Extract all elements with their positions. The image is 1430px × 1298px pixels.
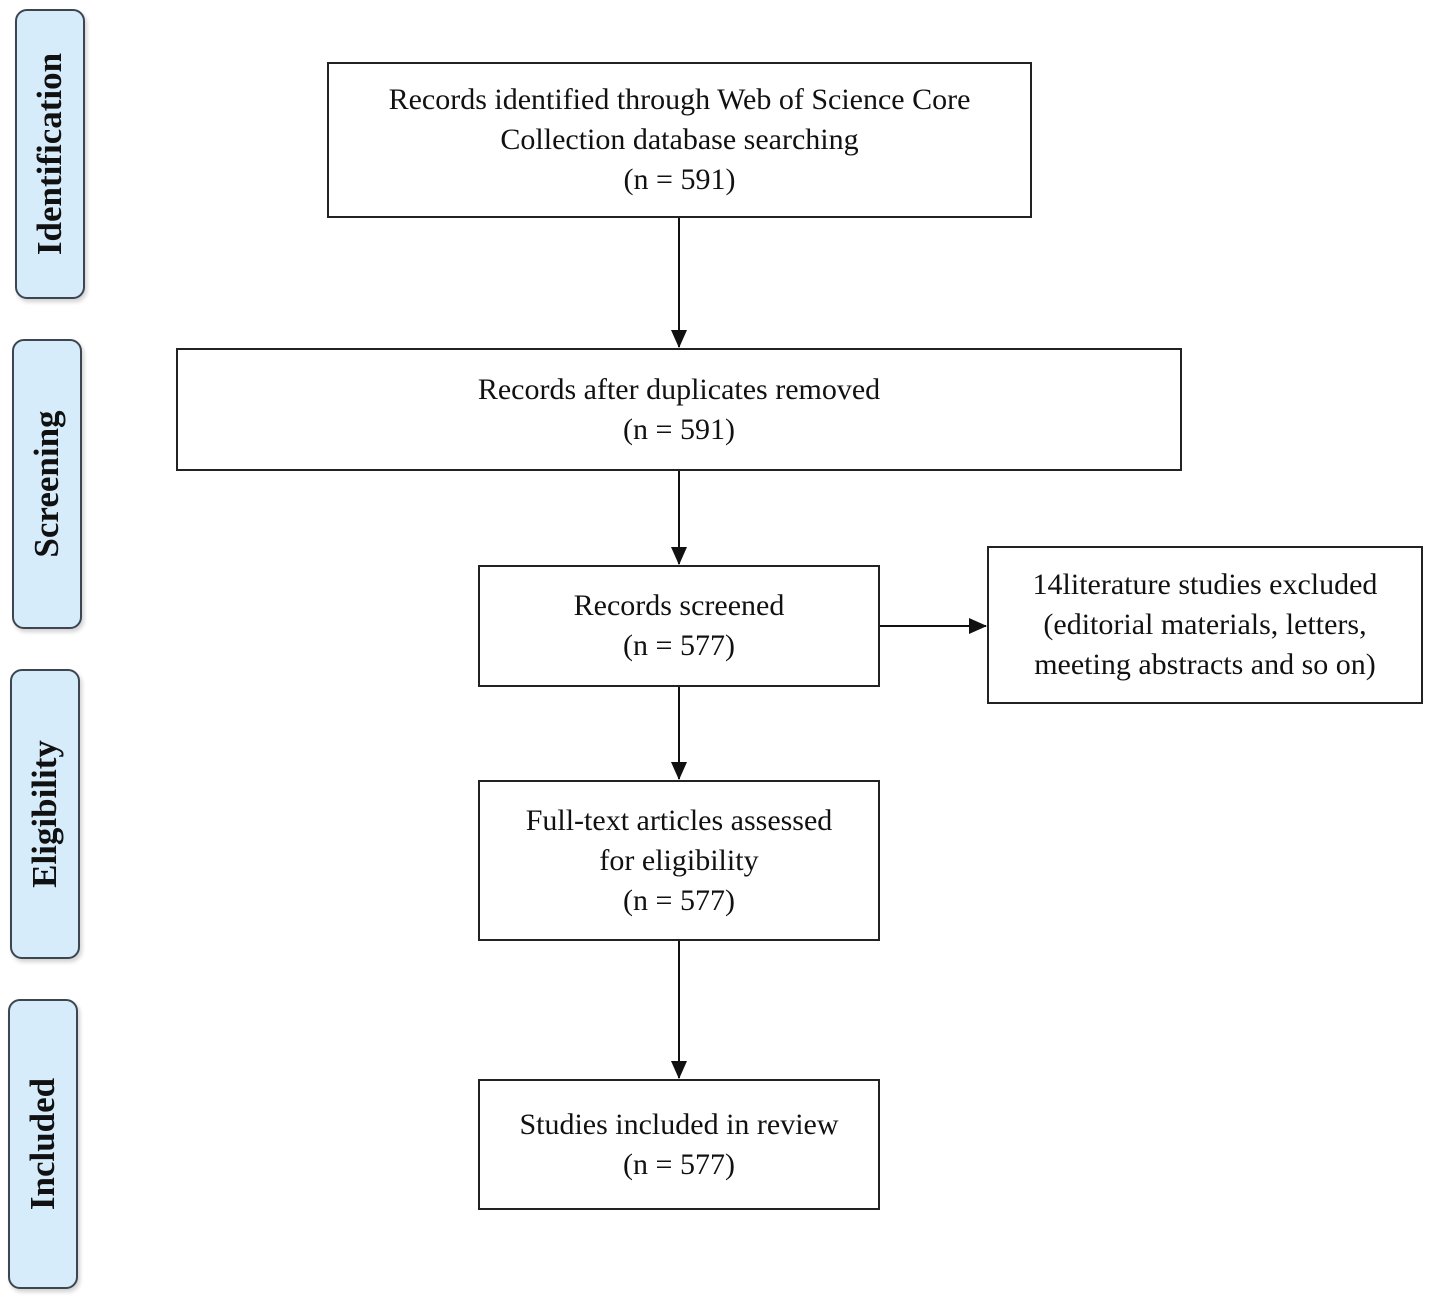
stage-included: Included <box>8 999 78 1289</box>
box-records-screened-line1: Records screened <box>573 589 785 622</box>
box-records-screened-count: (n = 577) <box>623 629 735 662</box>
box-studies-excluded: 14literature studies excluded (editorial… <box>987 546 1423 704</box>
stage-eligibility: Eligibility <box>10 669 80 959</box>
box-records-identified-line2: Collection database searching <box>500 123 859 156</box>
box-studies-excluded-line1: 14literature studies excluded <box>1032 568 1378 601</box>
box-studies-included: Studies included in review (n = 577) <box>478 1079 880 1210</box>
box-records-screened: Records screened (n = 577) <box>478 565 880 687</box>
box-duplicates-removed-line1: Records after duplicates removed <box>477 372 881 406</box>
stage-screening: Screening <box>12 339 82 629</box>
box-full-text-assessed: Full-text articles assessed for eligibil… <box>478 780 880 941</box>
box-studies-included-count: (n = 577) <box>623 1147 735 1181</box>
box-studies-included-line1: Studies included in review <box>519 1107 839 1141</box>
box-studies-excluded-line2: (editorial materials, letters, <box>1043 608 1367 641</box>
box-records-identified-count: (n = 591) <box>623 163 736 196</box>
box-duplicates-removed: Records after duplicates removed (n = 59… <box>176 348 1182 471</box>
box-full-text-assessed-line1: Full-text articles assessed <box>525 803 833 837</box>
box-full-text-assessed-count: (n = 577) <box>623 883 735 917</box>
box-records-identified-line1: Records identified through Web of Scienc… <box>388 83 971 116</box>
stage-identification: Identification <box>15 9 85 299</box>
box-full-text-assessed-line2: for eligibility <box>599 843 759 877</box>
box-studies-excluded-line3: meeting abstracts and so on) <box>1034 648 1376 681</box>
box-records-identified: Records identified through Web of Scienc… <box>327 62 1032 218</box>
box-duplicates-removed-count: (n = 591) <box>623 412 735 446</box>
